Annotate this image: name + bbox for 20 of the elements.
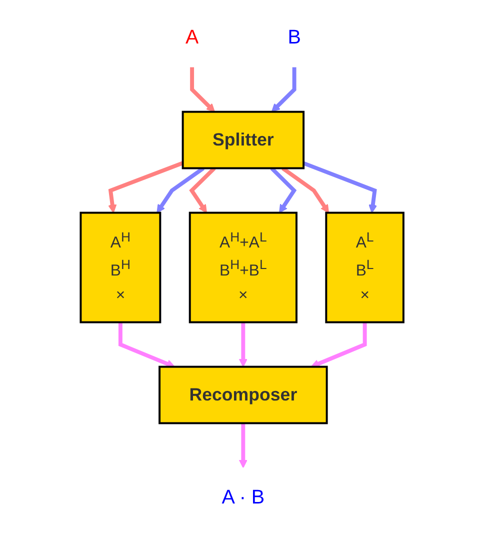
arrow [108,161,184,214]
arrow [190,166,216,214]
arrow [190,67,216,112]
node-text: A [186,26,200,48]
arrow [157,166,205,214]
node-text: B [288,26,302,48]
node-box: A$^{L}$ B$^{L}$ × [326,212,405,324]
node-box: Recomposer [158,366,328,424]
arrow [303,161,378,214]
arrow [311,322,368,368]
node-box: A$^{H}$+A$^{L}$ B$^{H}$+B$^{L}$ × [189,212,298,324]
arrow [239,423,248,468]
arrow [239,322,248,368]
arrow [282,166,330,214]
arrow [118,322,176,368]
arrow [270,166,298,214]
node-text: A · B [222,486,266,508]
node-box: A$^{H}$ B$^{H}$ × [80,212,162,324]
node-box: Splitter [182,110,305,170]
arrow [272,67,297,112]
